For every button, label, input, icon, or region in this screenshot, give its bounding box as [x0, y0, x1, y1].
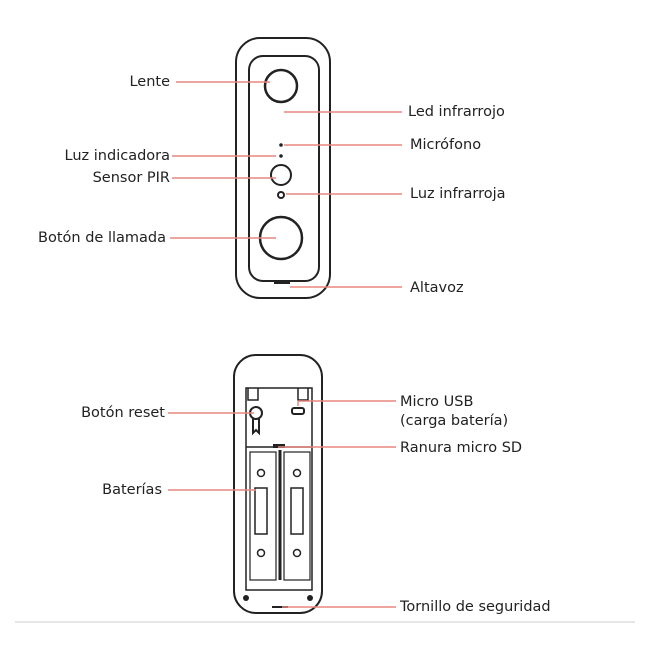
label-microphone: Micrófono: [410, 137, 482, 153]
screw-icon: [243, 595, 249, 601]
front-body: [235, 37, 331, 299]
label-pir-sensor: Sensor PIR: [92, 170, 170, 186]
label-batteries: Baterías: [102, 482, 162, 498]
back-inner: [245, 387, 313, 591]
ir-light-icon: [277, 191, 285, 199]
label-security-screw: Tornillo de seguridad: [400, 599, 551, 615]
lens-icon: [263, 68, 299, 104]
pir-sensor-icon: [270, 164, 292, 186]
leader-lines: [168, 81, 402, 608]
speaker-icon: [274, 281, 290, 284]
label-micro-usb-note: (carga batería): [400, 413, 509, 429]
label-sd-slot: Ranura micro SD: [400, 440, 523, 456]
label-call-button: Botón de llamada: [38, 230, 166, 246]
label-indicator-light: Luz indicadora: [64, 148, 170, 164]
battery-slot-1: [254, 487, 268, 535]
front-panel: [248, 55, 320, 282]
label-micro-usb: Micro USB: [400, 394, 474, 410]
label-speaker: Altavoz: [410, 280, 464, 296]
battery-slot-2: [290, 487, 304, 535]
label-ir-led: Led infrarrojo: [408, 104, 505, 120]
label-reset-button: Botón reset: [81, 405, 165, 421]
back-body: [233, 354, 323, 614]
label-lens: Lente: [129, 74, 170, 90]
label-ir-light: Luz infrarroja: [410, 186, 506, 202]
usb-port-icon: [291, 407, 305, 415]
